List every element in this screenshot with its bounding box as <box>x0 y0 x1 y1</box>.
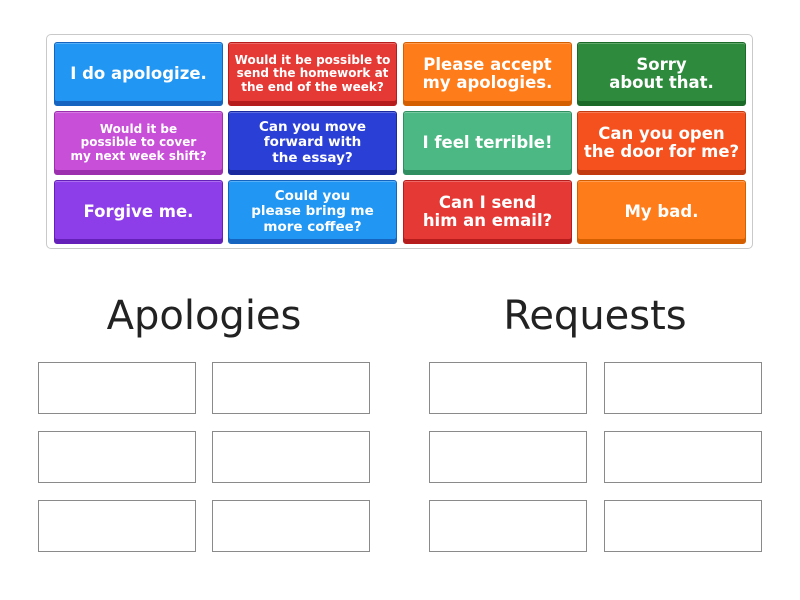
phrase-card-3[interactable]: Please accept my apologies. <box>403 42 572 106</box>
phrase-card-label: I do apologize. <box>70 63 207 83</box>
requests-slot-4[interactable] <box>604 431 762 483</box>
phrase-card-label: Can you move forward with the essay? <box>258 119 366 166</box>
phrase-card-2[interactable]: Would it be possible to send the homewor… <box>228 42 397 106</box>
phrase-card-12[interactable]: My bad. <box>577 180 746 244</box>
apologies-slot-5[interactable] <box>38 500 196 552</box>
apologies-heading: Apologies <box>106 293 302 339</box>
phrase-card-4[interactable]: Sorry about that. <box>577 42 746 106</box>
requests-slot-1[interactable] <box>429 362 587 414</box>
phrase-card-label: Please accept my apologies. <box>422 54 553 92</box>
phrase-card-7[interactable]: I feel terrible! <box>403 111 572 175</box>
phrase-card-label: Forgive me. <box>83 201 194 221</box>
requests-slot-5[interactable] <box>429 500 587 552</box>
apologies-slot-2[interactable] <box>212 362 370 414</box>
phrase-card-9[interactable]: Forgive me. <box>54 180 223 244</box>
requests-slot-3[interactable] <box>429 431 587 483</box>
apologies-slot-4[interactable] <box>212 431 370 483</box>
phrase-card-label: Would it be possible to send the homewor… <box>234 52 391 94</box>
phrase-card-label: My bad. <box>624 201 699 221</box>
apologies-slot-6[interactable] <box>212 500 370 552</box>
phrase-card-label: Would it be possible to cover my next we… <box>70 121 207 163</box>
phrase-card-label: Could you please bring me more coffee? <box>251 188 374 235</box>
phrase-card-10[interactable]: Could you please bring me more coffee? <box>228 180 397 244</box>
phrase-card-8[interactable]: Can you open the door for me? <box>577 111 746 175</box>
phrase-card-6[interactable]: Can you move forward with the essay? <box>228 111 397 175</box>
phrase-card-label: Can you open the door for me? <box>583 123 740 161</box>
requests-heading: Requests <box>503 293 687 339</box>
apologies-slot-3[interactable] <box>38 431 196 483</box>
requests-slot-6[interactable] <box>604 500 762 552</box>
phrase-card-11[interactable]: Can I send him an email? <box>403 180 572 244</box>
phrase-card-label: I feel terrible! <box>422 132 553 152</box>
phrase-card-label: Sorry about that. <box>609 54 714 92</box>
apologies-slot-1[interactable] <box>38 362 196 414</box>
phrase-card-label: Can I send him an email? <box>422 192 553 230</box>
requests-slot-2[interactable] <box>604 362 762 414</box>
phrase-card-1[interactable]: I do apologize. <box>54 42 223 106</box>
phrase-card-5[interactable]: Would it be possible to cover my next we… <box>54 111 223 175</box>
